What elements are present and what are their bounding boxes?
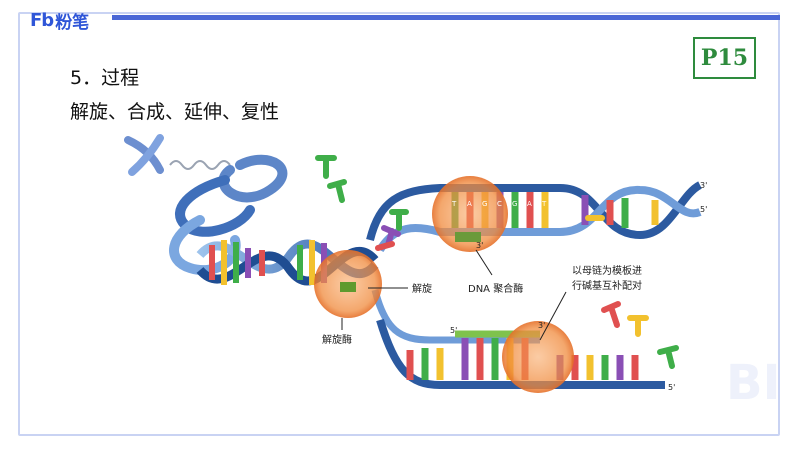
base-letter: G (482, 200, 487, 208)
top-replicating-strand (366, 181, 703, 253)
page-number-box: P15 (693, 37, 756, 79)
polymerase-highlight (432, 176, 508, 252)
end-5-top: 5' (700, 205, 707, 214)
base-letter: A (467, 200, 472, 208)
header-bar (112, 15, 780, 20)
page-number: P15 (700, 45, 749, 71)
end-5-bottom: 5' (668, 383, 675, 392)
logo-text: 粉笔 (55, 12, 90, 33)
dna-supercoil (169, 154, 288, 275)
end-3-bottom: 3' (538, 321, 545, 330)
pairing-highlight (502, 321, 574, 393)
label-helicase: 解旋酶 (322, 333, 352, 346)
label-helicase-short: 解旋 (412, 282, 432, 295)
label-template-2: 行碱基互补配对 (572, 279, 642, 292)
end-3-top: 3' (700, 181, 707, 190)
end-3-mid: 3' (476, 241, 483, 250)
watermark: BI (726, 355, 781, 411)
label-polymerase: DNA 聚合酶 (468, 282, 523, 295)
logo-mark: Fb (30, 9, 54, 31)
free-nucleotides (315, 155, 679, 369)
section-title: 5．过程 (70, 67, 140, 89)
base-letter: T (451, 200, 457, 208)
end-5-left: 5' (450, 326, 457, 335)
base-letter: A (527, 200, 532, 208)
chromosome-icon (124, 134, 164, 176)
section-subtitle: 解旋、合成、延伸、复性 (70, 101, 280, 123)
dna-coil (169, 160, 231, 170)
brand-logo: Fb 粉笔 (30, 8, 90, 33)
label-template-1: 以母链为模板进 (572, 264, 642, 277)
base-letter: G (512, 200, 517, 208)
slide-frame (18, 12, 780, 436)
base-letter: C (497, 200, 502, 208)
base-letter: T (541, 200, 547, 208)
